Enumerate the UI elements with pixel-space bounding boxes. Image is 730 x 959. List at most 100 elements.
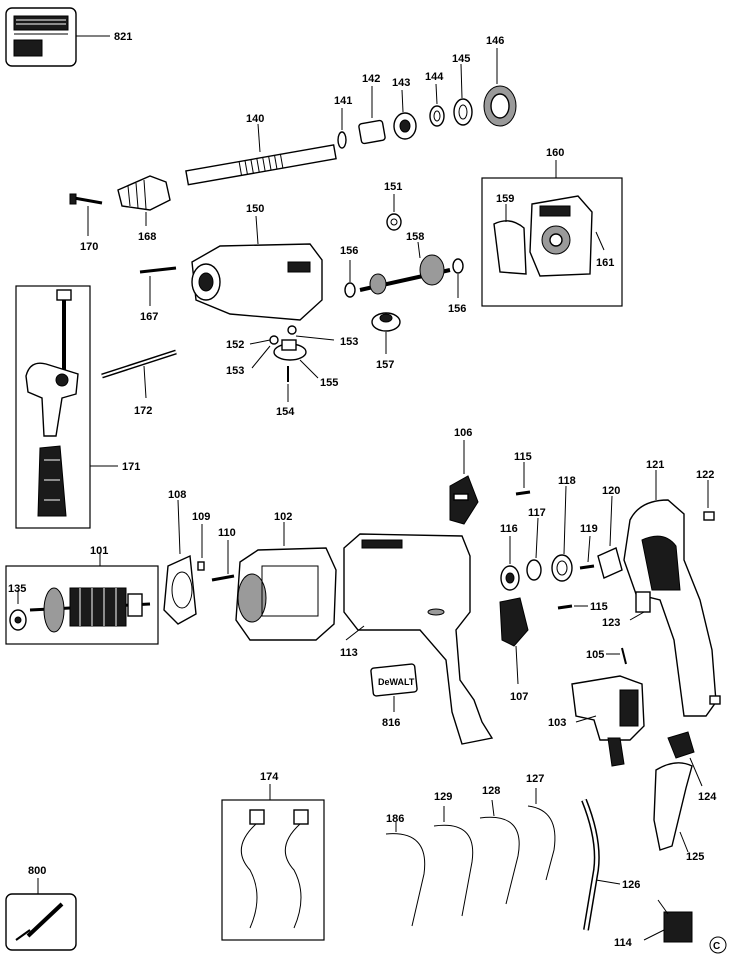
part-115-screws: 115 115 xyxy=(514,451,608,613)
callout-107: 107 xyxy=(510,691,528,703)
callout-108: 108 xyxy=(168,489,186,501)
part-101-armature: 101 135 xyxy=(5,545,159,645)
part-167-screw: 167 xyxy=(139,266,177,323)
part-144-washer: 144 xyxy=(425,71,445,127)
part-113-motor-housing: 113 xyxy=(340,533,494,745)
callout-821: 821 xyxy=(114,31,132,43)
part-168-chuck: 168 xyxy=(117,175,171,243)
part-107-switch-block: 107 xyxy=(499,597,529,703)
callout-113: 113 xyxy=(340,647,358,659)
callout-158: 158 xyxy=(406,231,424,243)
brand-plate-text: DeWALT xyxy=(378,677,415,687)
part-110-screw: 110 xyxy=(211,527,236,582)
callout-816: 816 xyxy=(382,717,400,729)
part-124-cord-clamp: 124 xyxy=(667,731,717,803)
part-121-handle-half: 121 xyxy=(623,459,717,717)
part-128-wire: 128 xyxy=(479,785,520,905)
part-108-brush-holder: 108 xyxy=(163,489,197,625)
callout-140: 140 xyxy=(246,113,264,125)
part-105-screw: 105 xyxy=(586,647,627,665)
part-103-switch: 103 xyxy=(548,675,645,767)
callout-135: 135 xyxy=(8,583,26,595)
part-150-gear-housing: 150 xyxy=(191,203,323,321)
callout-127: 127 xyxy=(526,773,544,785)
part-122-screw: 122 xyxy=(696,469,721,705)
part-125-cord-guard: 125 xyxy=(653,762,704,863)
callout-121: 121 xyxy=(646,459,664,471)
part-170-screw: 170 xyxy=(69,193,103,253)
callout-115b: 115 xyxy=(590,601,608,613)
part-142-sleeve: 142 xyxy=(358,73,386,145)
callout-109: 109 xyxy=(192,511,210,523)
part-129-wire: 129 xyxy=(433,791,474,917)
callout-171: 171 xyxy=(122,461,140,473)
part-146-gear: 146 xyxy=(483,35,517,127)
part-126-cable: 126 xyxy=(581,798,640,931)
callout-115a: 115 xyxy=(514,451,532,463)
callout-129: 129 xyxy=(434,791,452,803)
part-141-circlip: 141 xyxy=(334,95,352,149)
part-160-cover-kit: 160 159 161 xyxy=(481,147,623,307)
callout-159: 159 xyxy=(496,193,514,205)
callout-155: 155 xyxy=(320,377,338,389)
part-151-washer: 151 xyxy=(384,181,402,231)
callout-101: 101 xyxy=(90,545,108,557)
part-171-side-handle: 171 xyxy=(15,285,140,529)
part-186-wire: 186 xyxy=(385,813,426,927)
copyright-mark: C xyxy=(709,936,727,954)
part-143-bearing: 143 xyxy=(392,77,417,140)
callout-102: 102 xyxy=(274,511,292,523)
callout-161: 161 xyxy=(596,257,614,269)
callout-116: 116 xyxy=(500,523,518,535)
callout-125: 125 xyxy=(686,851,704,863)
part-156-washers: 156 156 xyxy=(340,245,466,315)
callout-151: 151 xyxy=(384,181,402,193)
part-816-brand-plate: DeWALT 816 xyxy=(370,663,418,729)
part-172-depth-rod: 172 xyxy=(101,349,177,417)
callout-146: 146 xyxy=(486,35,504,47)
callout-126: 126 xyxy=(622,879,640,891)
callout-143: 143 xyxy=(392,77,410,89)
callout-800: 800 xyxy=(28,865,46,877)
callout-103: 103 xyxy=(548,717,566,729)
callout-120: 120 xyxy=(602,485,620,497)
callout-153b: 153 xyxy=(340,336,358,348)
callout-124: 124 xyxy=(698,791,717,803)
callout-168: 168 xyxy=(138,231,156,243)
part-114-connector: 114 xyxy=(614,899,693,949)
callout-152: 152 xyxy=(226,339,244,351)
callout-145: 145 xyxy=(452,53,470,65)
callout-117: 117 xyxy=(528,507,546,519)
callout-150: 150 xyxy=(246,203,264,215)
part-174-carbon-brushes: 174 xyxy=(221,771,325,941)
callout-123: 123 xyxy=(602,617,620,629)
part-118-ring: 118 xyxy=(551,475,576,582)
part-140-spindle: 140 xyxy=(185,113,337,186)
callout-119: 119 xyxy=(580,523,598,535)
part-109-pin: 109 xyxy=(192,511,210,571)
part-106-switch-block: 106 xyxy=(449,427,479,525)
callout-186: 186 xyxy=(386,813,404,825)
part-116-bearing: 116 xyxy=(500,523,520,591)
callout-114: 114 xyxy=(614,937,633,949)
parts-152-155-switch-assembly: 152 153 153 154 155 xyxy=(226,325,358,418)
part-123-capacitor: 123 xyxy=(602,591,651,629)
part-127-wire: 127 xyxy=(526,773,556,881)
callout-153a: 153 xyxy=(226,365,244,377)
callout-167: 167 xyxy=(140,311,158,323)
callout-156a: 156 xyxy=(340,245,358,257)
callout-142: 142 xyxy=(362,73,380,85)
callout-122: 122 xyxy=(696,469,714,481)
part-800-tool: 800 xyxy=(5,865,77,951)
part-157-clutch: 157 xyxy=(371,312,401,371)
callout-144: 144 xyxy=(425,71,444,83)
callout-170: 170 xyxy=(80,241,98,253)
callout-106: 106 xyxy=(454,427,472,439)
part-821-label-plate: 821 xyxy=(5,7,132,67)
part-145-seal: 145 xyxy=(452,53,473,126)
callout-156b: 156 xyxy=(448,303,466,315)
part-102-field: 102 xyxy=(235,511,337,641)
part-117-washer: 117 xyxy=(526,507,546,581)
